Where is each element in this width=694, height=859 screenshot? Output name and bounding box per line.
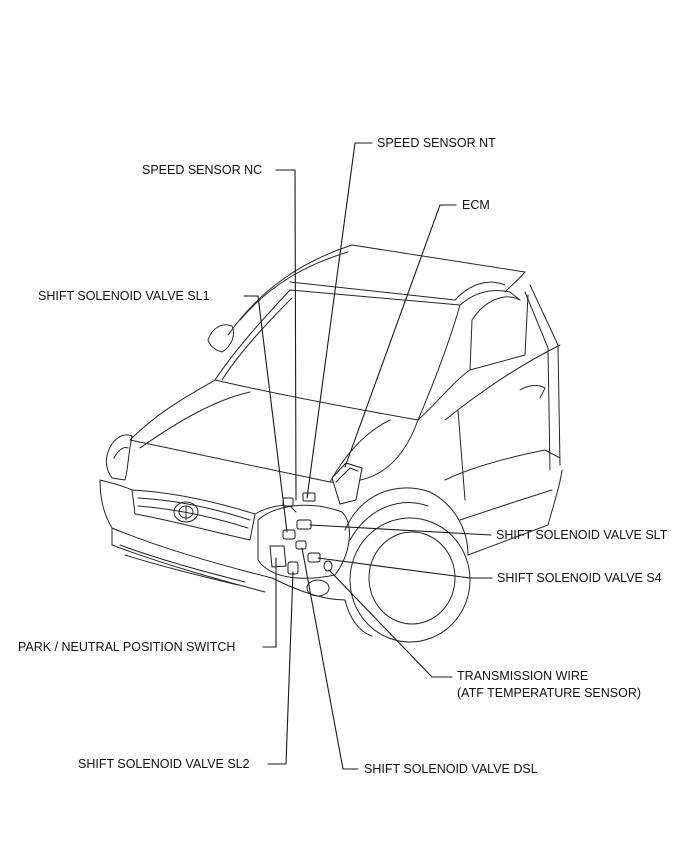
label-atf-temperature-sensor: (ATF TEMPERATURE SENSOR) [457, 686, 642, 700]
components [257, 462, 363, 579]
label-ecm: ECM [462, 198, 490, 212]
label-shift-solenoid-valve-sl1: SHIFT SOLENOID VALVE SL1 [38, 289, 210, 303]
label-shift-solenoid-valve-s4: SHIFT SOLENOID VALVE S4 [497, 571, 662, 585]
leader-lines [243, 142, 493, 770]
label-speed-sensor-nc: SPEED SENSOR NC [142, 163, 263, 177]
car-body [99, 244, 563, 643]
label-shift-solenoid-valve-dsl: SHIFT SOLENOID VALVE DSL [364, 762, 538, 776]
label-speed-sensor-nt: SPEED SENSOR NT [377, 136, 496, 150]
label-transmission-wire: TRANSMISSION WIRE [457, 669, 589, 683]
label-park-neutral-position-switch: PARK / NEUTRAL POSITION SWITCH [18, 640, 236, 654]
label-shift-solenoid-valve-slt: SHIFT SOLENOID VALVE SLT [496, 528, 668, 542]
label-shift-solenoid-valve-sl2: SHIFT SOLENOID VALVE SL2 [78, 757, 250, 771]
